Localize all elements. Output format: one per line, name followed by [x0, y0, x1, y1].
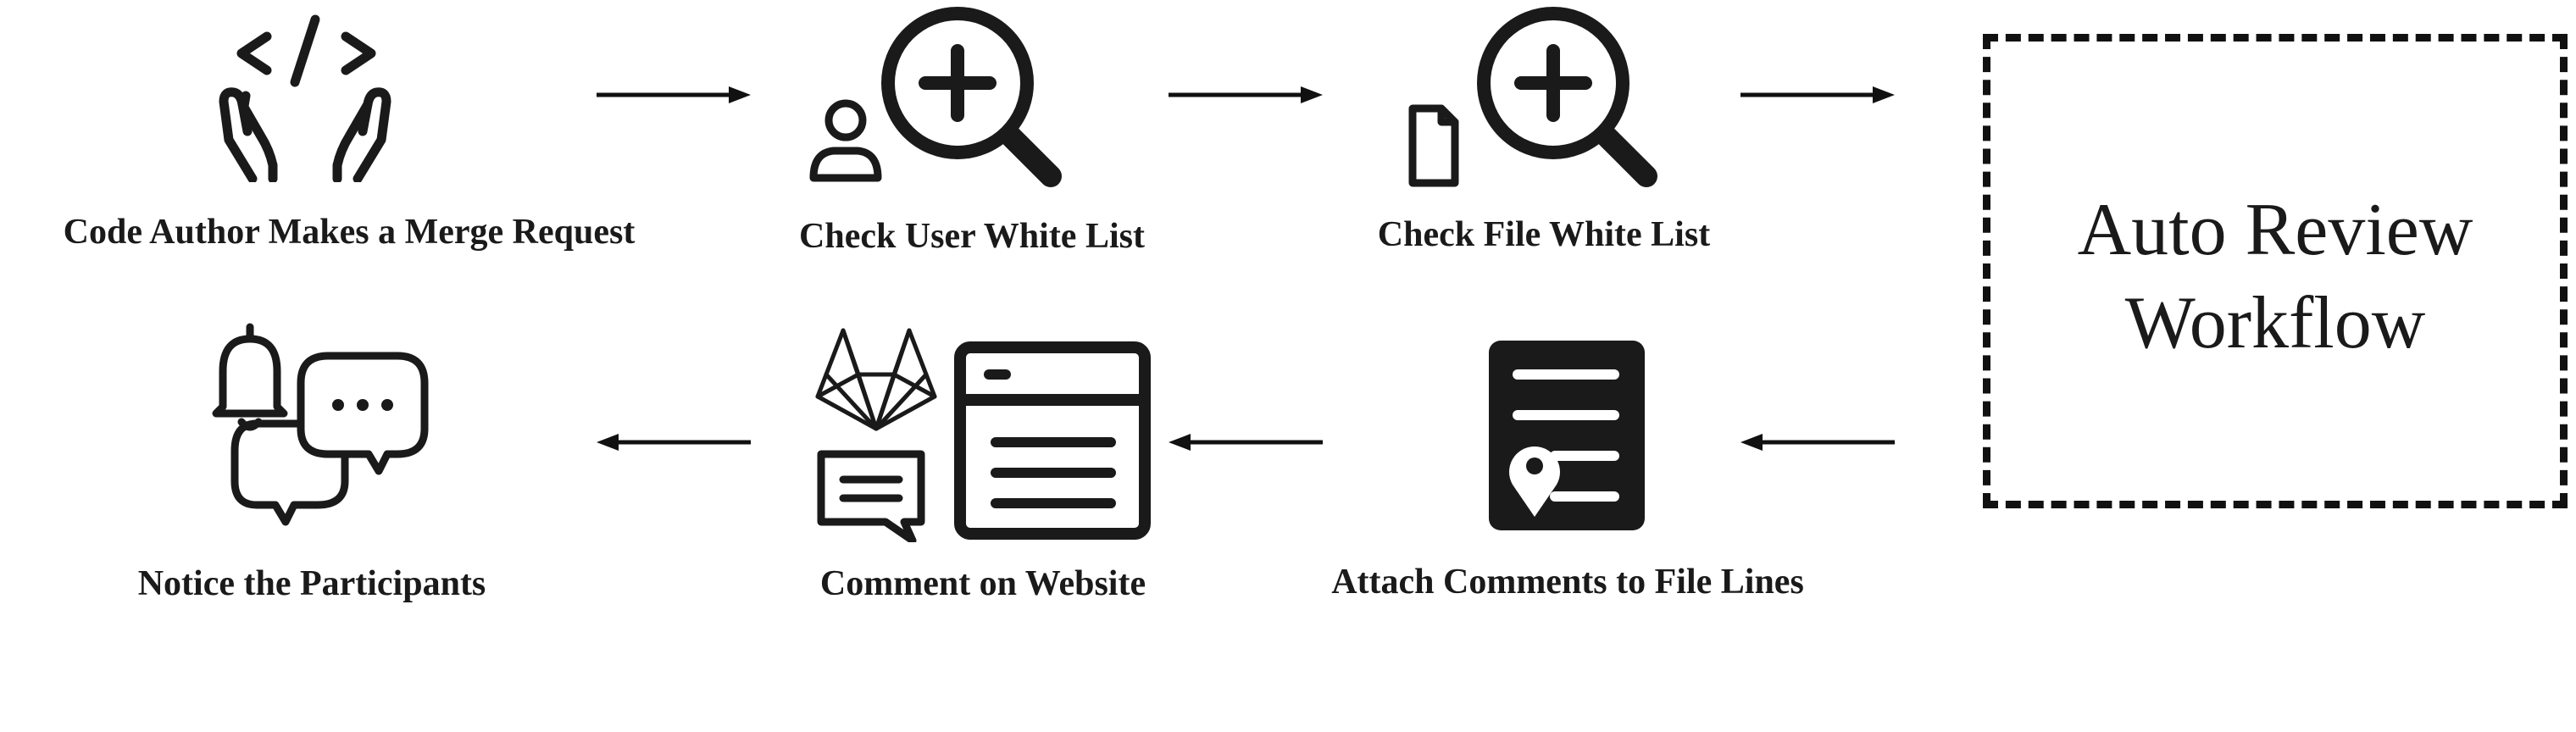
step-file-whitelist-label: Check File White List	[1377, 215, 1711, 254]
step-user-whitelist-label: Check User White List	[799, 217, 1145, 256]
arrow-right-1	[597, 86, 751, 103]
arrow-right-3	[1740, 86, 1895, 103]
step-attach-comments-label: Attach Comments to File Lines	[1331, 563, 1804, 602]
step-comment-website-label: Comment on Website	[819, 564, 1146, 603]
workflow-title-line1: Auto Review	[2077, 189, 2473, 271]
arrow-left-1	[1740, 434, 1895, 451]
bell-chat-icon	[212, 323, 429, 526]
file-search-icon	[1408, 7, 1657, 187]
arrow-left-3	[597, 434, 751, 451]
user-search-icon	[809, 7, 1062, 187]
document-location-icon	[1489, 341, 1645, 530]
arrow-left-2	[1169, 434, 1323, 451]
step-code-author-label: Code Author Makes a Merge Request	[63, 213, 636, 252]
arrow-right-2	[1169, 86, 1323, 103]
workflow-title-line2: Workflow	[2124, 282, 2426, 364]
step-notice-label: Notice the Participants	[137, 564, 486, 603]
auto-review-workflow-box: Auto Review Workflow	[1983, 34, 2568, 508]
gitlab-comment-browser-icon	[815, 328, 1151, 542]
code-hands-icon	[219, 14, 391, 182]
